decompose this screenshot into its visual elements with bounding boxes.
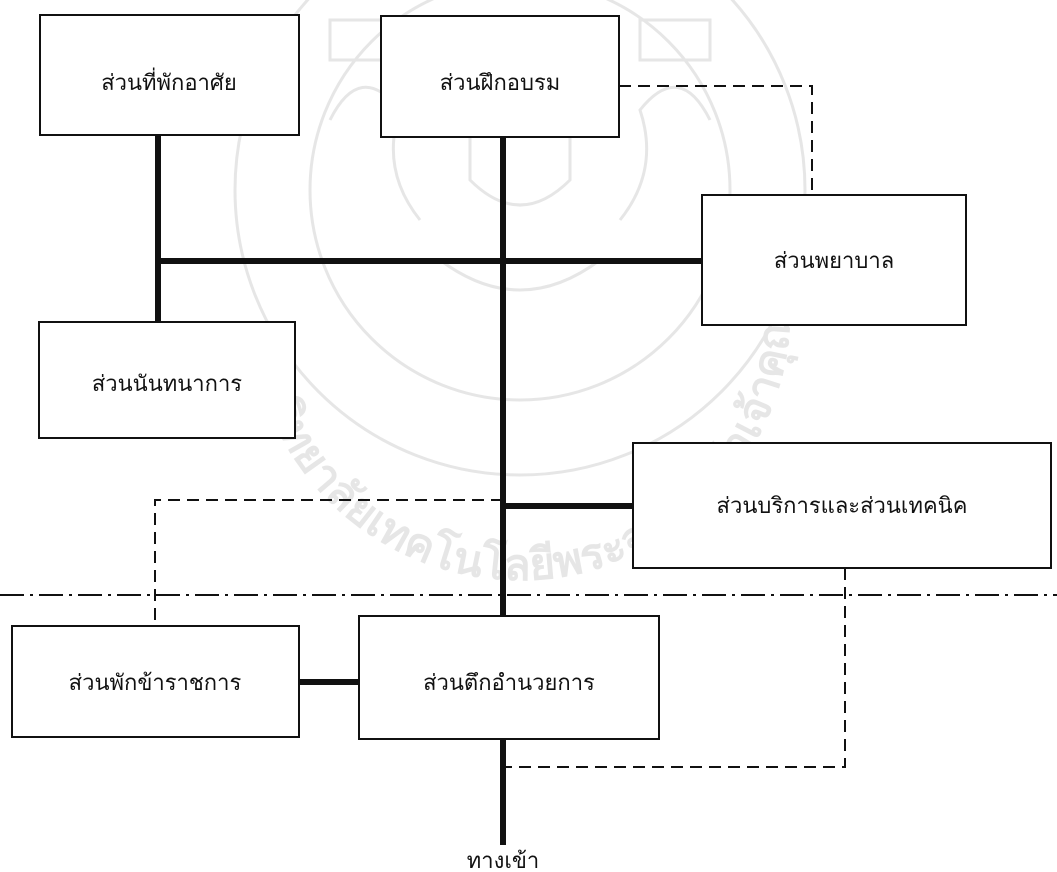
zone-residence-label: ส่วนที่พักอาศัย <box>101 67 237 96</box>
zone-recreation: ส่วนนันทนาการ <box>38 321 296 439</box>
zone-nursing: ส่วนพยาบาล <box>701 194 967 326</box>
zone-services-technical-label: ส่วนบริการและส่วนเทคนิค <box>717 494 968 519</box>
zone-staff-housing-label: ส่วนพักข้าราชการ <box>69 671 242 696</box>
zone-administration-label: ส่วนตึกอำนวยการ <box>423 671 595 696</box>
training-nursing-dashed-link <box>619 85 813 195</box>
spine-staff-housing-dashed-link <box>154 499 503 626</box>
zone-administration: ส่วนตึกอำนวยการ <box>358 615 660 740</box>
zone-nursing-label: ส่วนพยาบาล <box>774 249 894 274</box>
zone-services-technical: ส่วนบริการและส่วนเทคนิค <box>632 442 1052 569</box>
zone-training-label: ส่วนฝึกอบรม <box>440 71 561 96</box>
zone-recreation-label: ส่วนนันทนาการ <box>92 372 242 397</box>
zone-training: ส่วนฝึกอบรม <box>380 15 620 138</box>
services-admin-dashed-link <box>503 568 846 768</box>
zone-residence: ส่วนที่พักอาศัย <box>39 14 300 136</box>
zone-staff-housing: ส่วนพักข้าราชการ <box>11 625 300 738</box>
entrance-label: ทางเข้า <box>467 849 540 872</box>
